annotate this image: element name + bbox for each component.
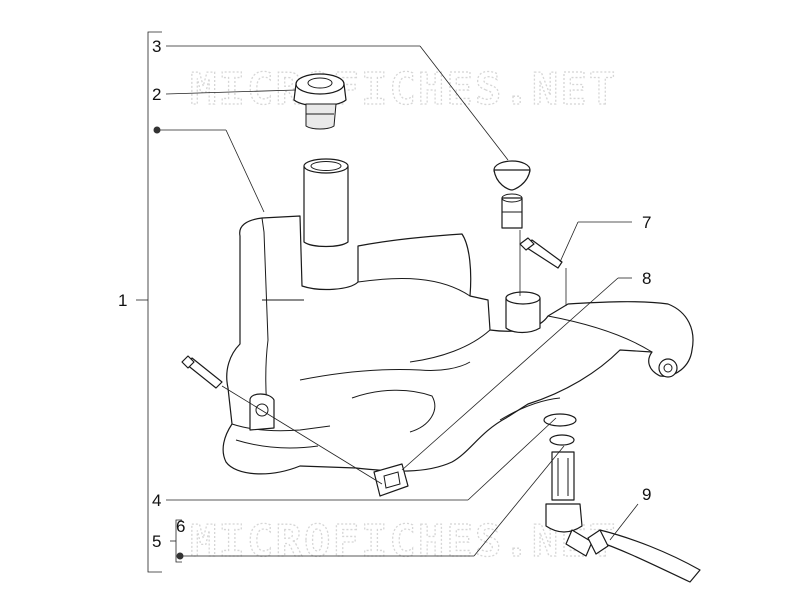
callout-8: 8 <box>642 269 651 288</box>
callout-3: 3 <box>152 37 161 56</box>
callout-9: 9 <box>642 485 651 504</box>
fuel-hose <box>587 529 701 583</box>
marker-dot-lower <box>176 552 184 560</box>
fuel-cap <box>293 73 347 130</box>
marker-dot-upper <box>153 126 161 134</box>
watermark-bottom: MICROFICHES.NET <box>190 516 617 567</box>
callout-5: 5 <box>152 532 161 551</box>
callout-1: 1 <box>118 291 127 310</box>
screw-upper <box>519 237 563 269</box>
callout-6: 6 <box>176 517 185 536</box>
callout-2: 2 <box>152 85 161 104</box>
callout-4: 4 <box>152 491 161 510</box>
plug-valve <box>493 160 531 229</box>
screw-front <box>181 355 223 389</box>
clip-nut <box>373 463 409 497</box>
fuel-tap <box>543 413 593 557</box>
assembly-bracket <box>136 31 162 573</box>
leader-lines <box>158 45 639 563</box>
watermark-top: MICROFICHES.NET <box>190 64 617 115</box>
callout-7: 7 <box>642 213 651 232</box>
fuel-tank <box>222 158 694 475</box>
